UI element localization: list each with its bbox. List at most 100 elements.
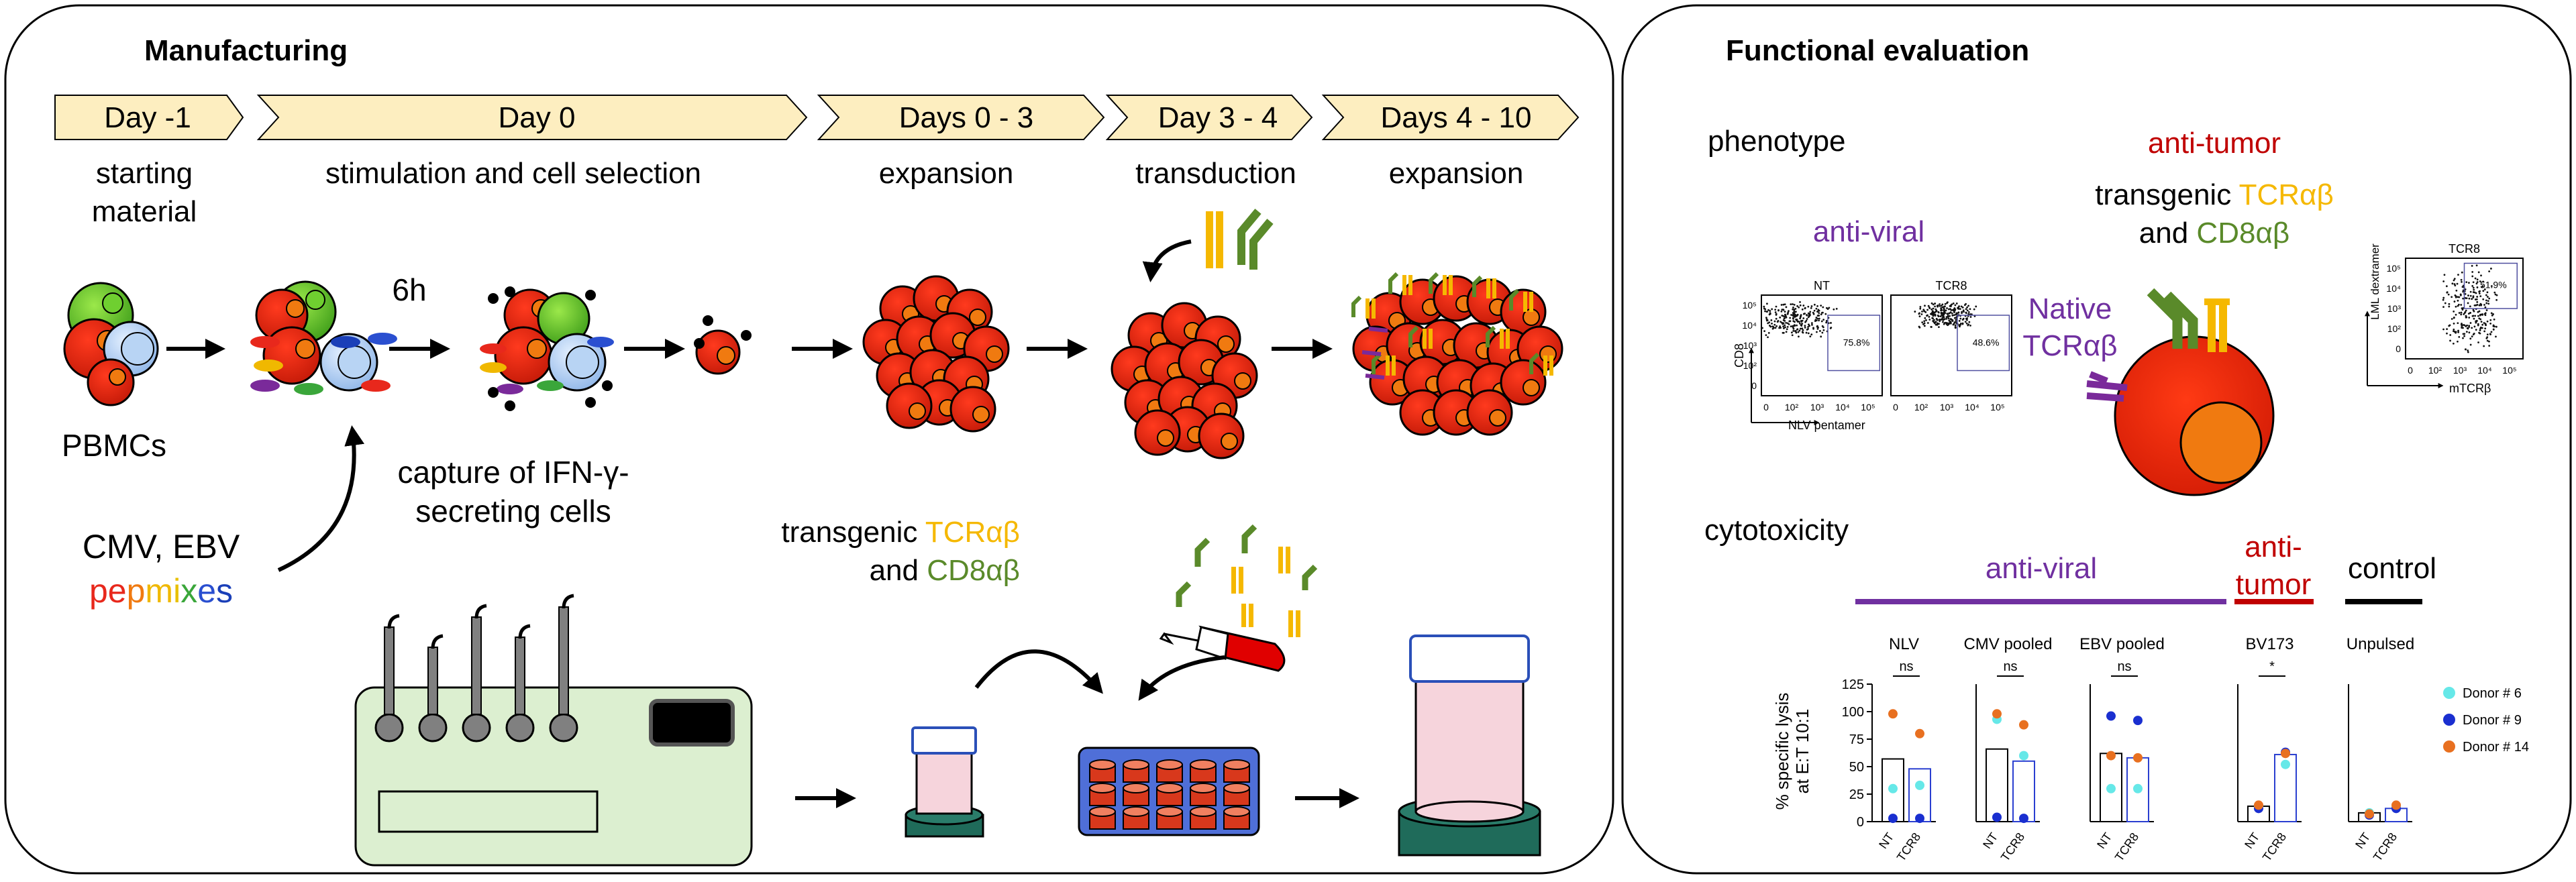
tcr-receptor-icon (1506, 329, 1510, 349)
event-dot (1785, 322, 1788, 324)
flow-percent: 75.8% (1843, 337, 1870, 347)
label-starting: starting (96, 157, 193, 190)
label-native-tcr: TCRαβ (2022, 329, 2117, 362)
event-dot (2474, 315, 2477, 317)
cd8-receptor-icon (1509, 288, 1520, 311)
event-dot (2468, 297, 2471, 300)
event-dot (1802, 305, 1805, 307)
event-dot (2465, 315, 2467, 317)
event-dot (1947, 308, 1950, 311)
event-dot (2461, 286, 2464, 288)
event-dot (1807, 332, 1810, 335)
event-dot (1969, 325, 1971, 327)
event-dot (2455, 305, 2457, 308)
event-dot (1784, 303, 1786, 306)
event-dot (2451, 318, 2453, 320)
event-dot (2467, 351, 2469, 353)
transduction-cluster (1111, 302, 1258, 459)
event-dot (2457, 340, 2459, 343)
event-dot (1787, 311, 1790, 314)
event-dot (1918, 315, 1921, 318)
event-dot (1809, 335, 1812, 338)
event-dot (2471, 327, 2473, 329)
label-transgenic-tcr: transgenic TCRαβ (2095, 178, 2334, 211)
event-dot (2455, 289, 2458, 292)
cell-nucleus (1157, 429, 1174, 447)
event-dot (1795, 331, 1798, 334)
event-dot (1928, 316, 1930, 318)
event-dot (1769, 310, 1771, 312)
event-dot (2485, 299, 2487, 302)
event-dot (2476, 278, 2479, 281)
event-dot (1775, 317, 1778, 320)
label-transduction: transduction (1135, 157, 1296, 190)
y-axis-label: % specific lysis (1772, 693, 1792, 810)
bar (1986, 748, 2008, 823)
flow-panel-title: NT (1814, 279, 1830, 292)
event-dot (2495, 294, 2498, 296)
significance-label: ns (2117, 659, 2131, 674)
event-dot (2495, 325, 2497, 328)
event-dot (1774, 309, 1777, 311)
tcr-receptor-icon (1402, 275, 1406, 295)
event-dot (1782, 331, 1785, 334)
event-dot (2467, 302, 2469, 305)
flow-xtick: 10³ (1940, 402, 1954, 412)
event-dot (1813, 303, 1816, 306)
event-dot (2460, 313, 2463, 316)
event-dot (1806, 314, 1808, 316)
event-dot (1965, 308, 1967, 311)
cell-nucleus (909, 402, 926, 420)
event-dot (2487, 300, 2489, 302)
event-dot (1950, 304, 1952, 307)
event-dot (1784, 317, 1786, 319)
engineered-t-cell (2086, 288, 2275, 496)
event-dot (1926, 309, 1928, 311)
event-dot (1796, 328, 1799, 331)
event-dot (1955, 302, 1958, 305)
event-dot (1800, 315, 1802, 318)
event-dot (1767, 322, 1769, 325)
event-dot (1807, 326, 1809, 328)
event-dot (2457, 299, 2459, 302)
event-dot (1922, 323, 1924, 325)
event-dot (1811, 323, 1813, 326)
cell (1500, 359, 1547, 406)
event-dot (1919, 306, 1922, 308)
large-culture-vessel (1398, 635, 1541, 857)
event-dot (1794, 330, 1797, 333)
event-dot (2471, 271, 2474, 273)
legend-marker (2443, 740, 2455, 753)
event-dot (2457, 329, 2459, 332)
event-dot (1816, 305, 1818, 307)
flow-ytick: 10² (1743, 360, 1757, 371)
event-dot (2489, 333, 2491, 335)
data-point (1888, 709, 1898, 719)
flow-xtick: 10⁵ (2502, 365, 2516, 376)
event-dot (2471, 298, 2473, 300)
event-dot (2451, 282, 2454, 285)
event-dot (1822, 329, 1825, 331)
event-dot (2485, 294, 2487, 296)
event-dot (1955, 319, 1957, 321)
event-dot (1820, 305, 1822, 307)
event-dot (1923, 320, 1926, 323)
flow-xtick: 10² (1785, 402, 1799, 412)
event-dot (2463, 313, 2465, 315)
event-dot (1813, 309, 1816, 312)
event-dot (1941, 309, 1943, 311)
event-dot (1957, 311, 1960, 314)
event-dot (1934, 305, 1936, 308)
event-dot (1954, 324, 1957, 327)
well-top (1123, 759, 1149, 770)
panel-title: EBV pooled (2079, 635, 2165, 653)
group-label-control: control (2348, 552, 2436, 585)
event-dot (1943, 313, 1945, 316)
event-dot (1969, 308, 1971, 311)
event-dot (2478, 310, 2481, 313)
event-dot (1802, 313, 1805, 315)
event-dot (2453, 328, 2455, 331)
event-dot (1801, 323, 1804, 325)
event-dot (1953, 323, 1955, 325)
label-native: Native (2028, 292, 2112, 325)
